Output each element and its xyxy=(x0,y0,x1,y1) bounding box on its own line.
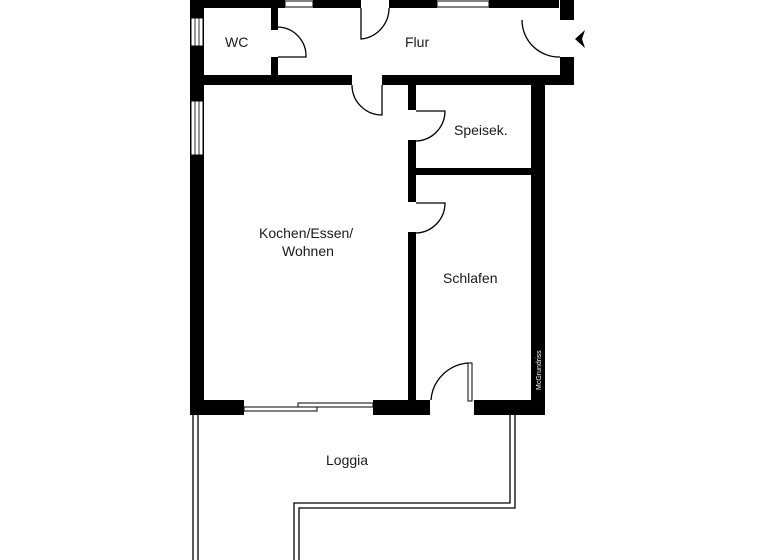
room-label-loggia: Loggia xyxy=(326,452,368,468)
room-label-speisek: Speisek. xyxy=(454,122,508,138)
room-label-kochen-line2: Wohnen xyxy=(282,243,334,259)
windows xyxy=(190,0,490,412)
room-label-flur: Flur xyxy=(405,34,429,50)
room-label-kochen-line1: Kochen/Essen/ xyxy=(259,225,353,241)
brand-label: McGrundriss xyxy=(536,350,543,390)
loggia-outline xyxy=(192,415,516,560)
doors xyxy=(277,7,561,402)
room-label-wc: WC xyxy=(225,34,248,50)
room-label-schlafen: Schlafen xyxy=(443,270,497,286)
entrance-arrow-icon xyxy=(575,30,585,48)
walls xyxy=(190,0,574,415)
